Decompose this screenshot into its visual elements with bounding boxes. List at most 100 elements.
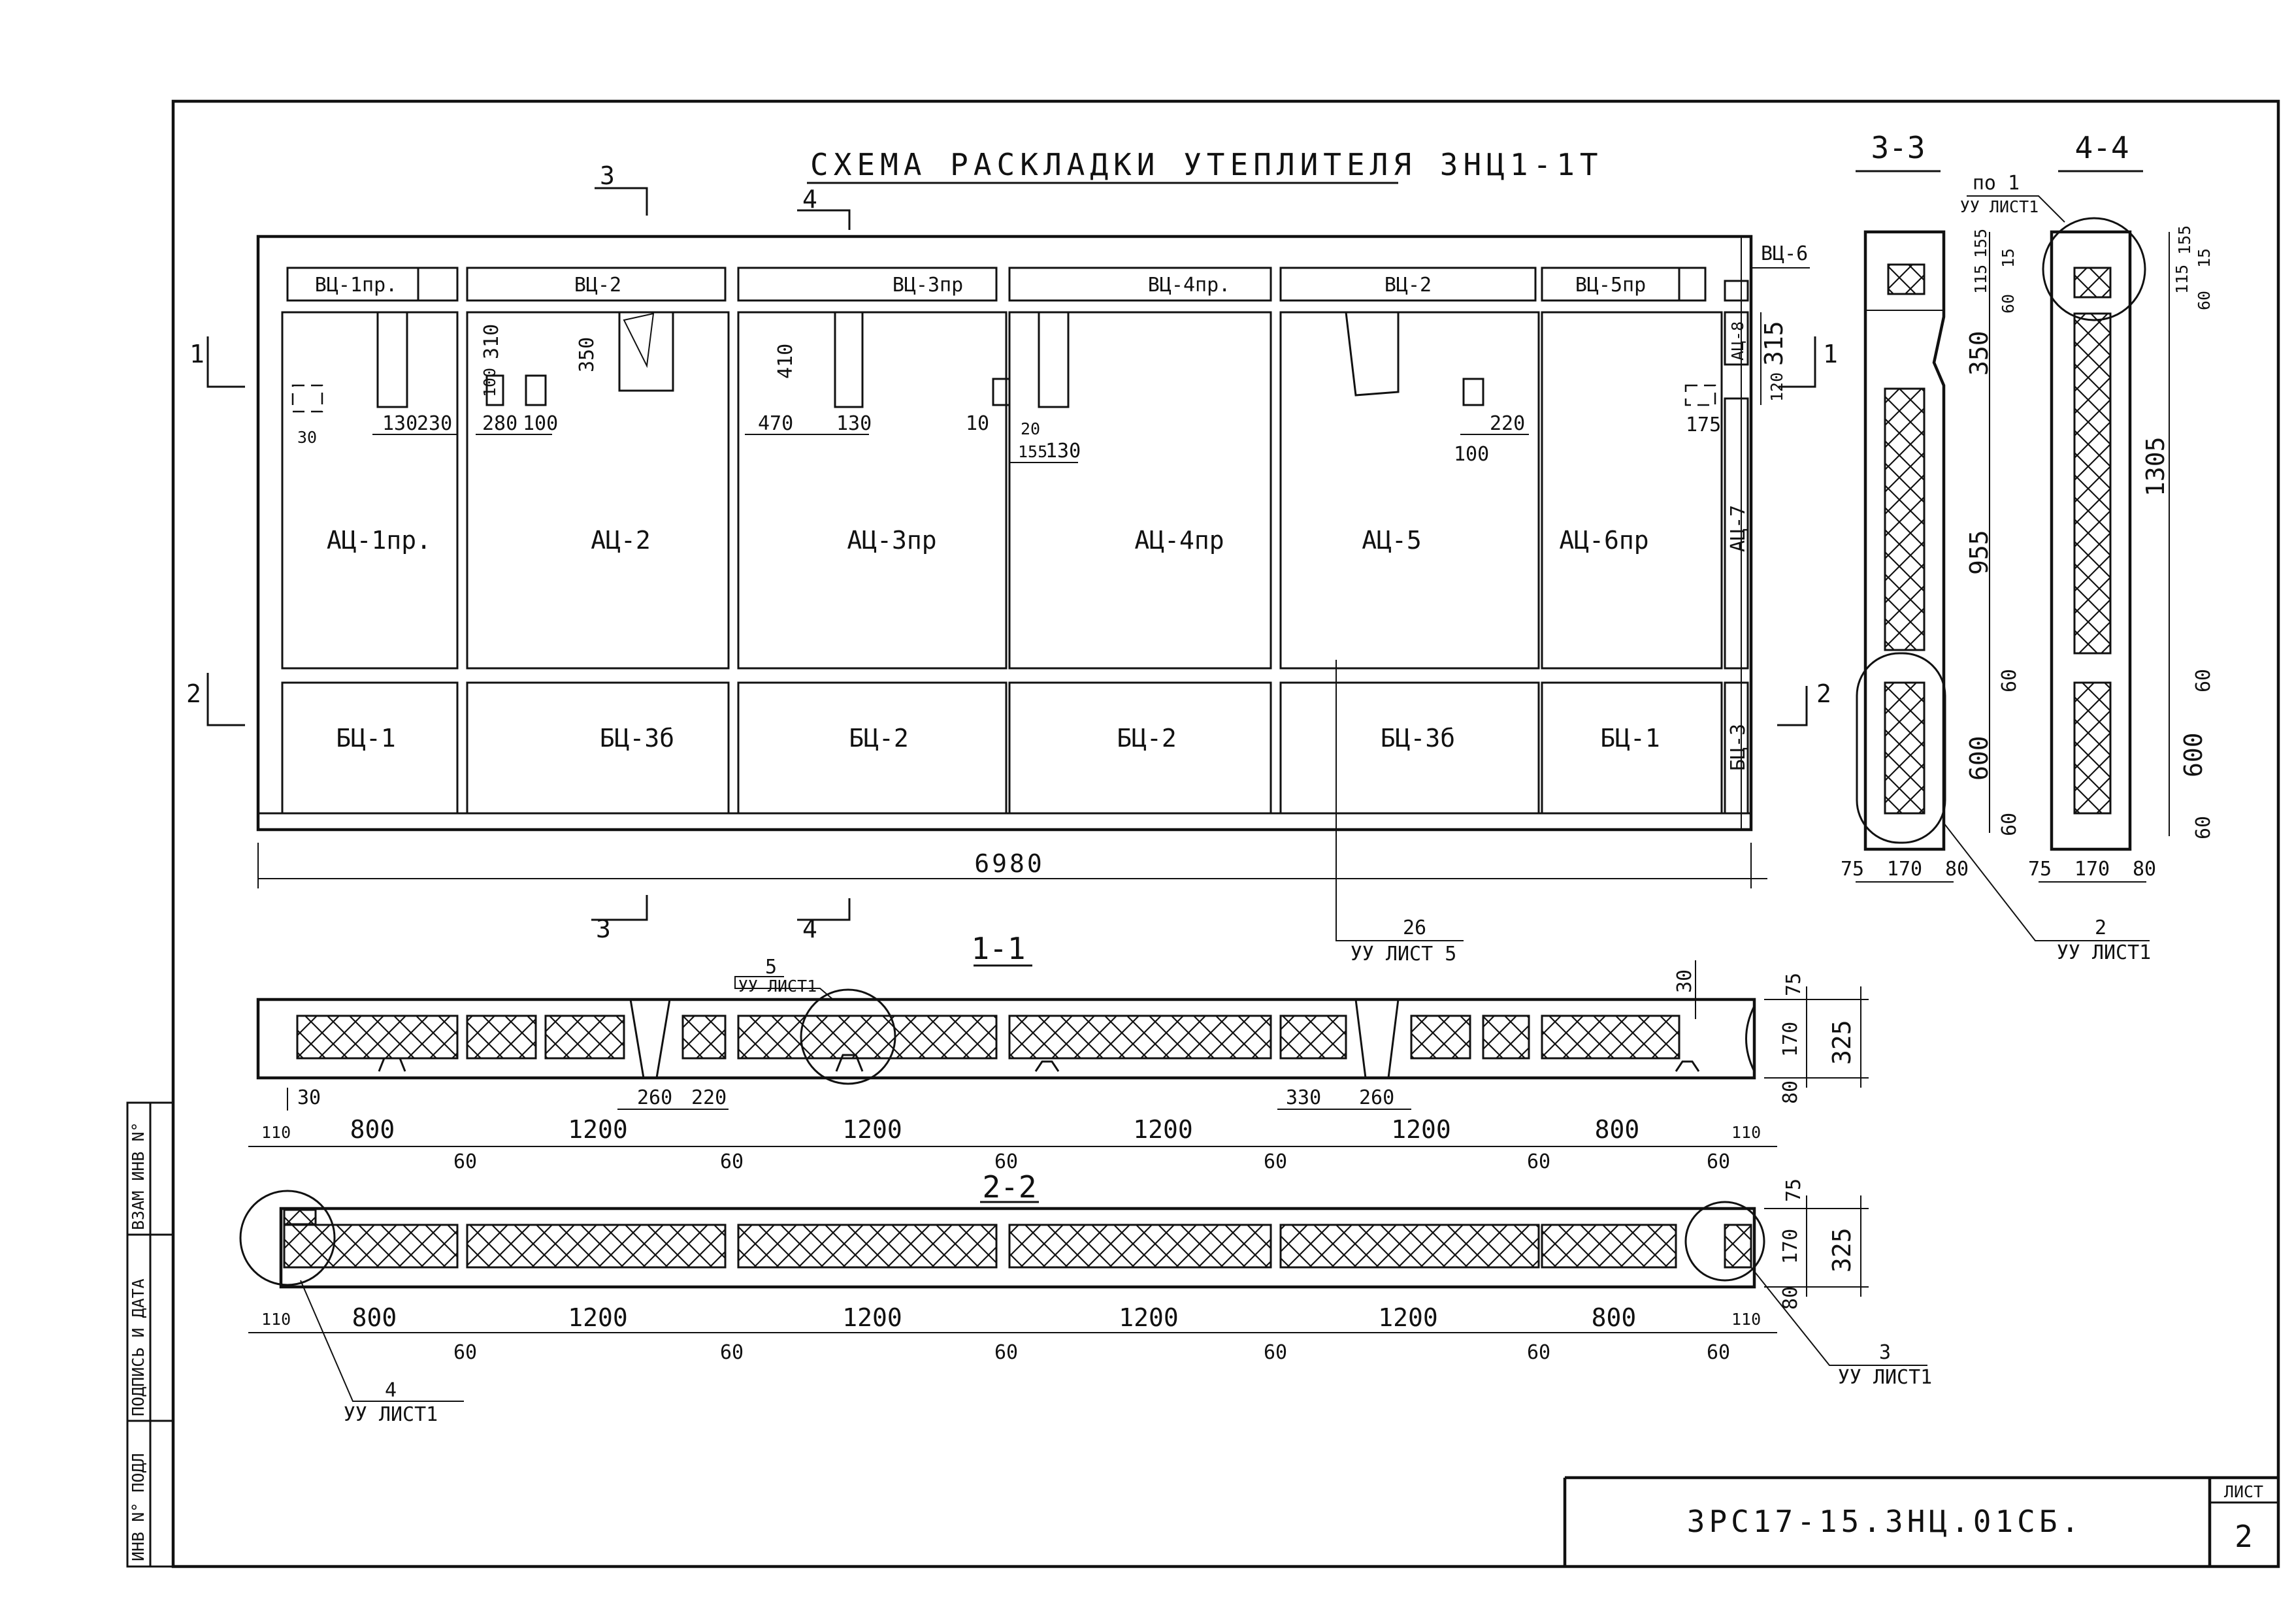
insulation-block	[466, 1015, 537, 1060]
sec22-span-4: 1200	[1119, 1303, 1179, 1332]
callout-po1-num: по 1	[1973, 172, 2020, 195]
plan-dim-100b: 100	[523, 412, 558, 435]
middle-panel-5: АЦ-5	[1362, 526, 1422, 555]
insulation-block	[1279, 1015, 1347, 1060]
sec11-gap-6: 60	[1707, 1150, 1730, 1173]
sec33-h170: 170	[1887, 858, 1922, 881]
sec44-h80: 80	[2133, 858, 2156, 881]
insulation-block	[1279, 1224, 1540, 1269]
cut-2-right: 2	[1816, 679, 1831, 708]
sec44-v155: 155	[2175, 225, 2194, 255]
sec11-span-3: 1200	[842, 1115, 902, 1144]
sec11-d220: 220	[691, 1086, 727, 1109]
upper-panel-4: ВЦ-4пр.	[1148, 274, 1230, 297]
insulation-block	[1724, 1224, 1752, 1269]
section-3-3-label: 3-3	[1871, 130, 1925, 165]
sec22-span-3: 1200	[842, 1303, 902, 1332]
cut-4-top: 4	[802, 185, 817, 214]
sec11-gap-4: 60	[1264, 1150, 1287, 1173]
cut-markers: 3 4 1 1 2 2 3 4	[186, 161, 1838, 943]
callout-4-num: 4	[385, 1379, 397, 1402]
insulation-block	[283, 1209, 317, 1226]
sec22-edge-l: 110	[261, 1310, 291, 1329]
insulation-block	[1887, 263, 1925, 295]
overall-length: 6980	[974, 849, 1045, 878]
doc-code: 3РС17-15.3НЦ.01СБ.	[1687, 1504, 2084, 1539]
plan-dim-230: 230	[417, 412, 452, 435]
callout-26-sheet: УУ ЛИСТ 5	[1351, 943, 1457, 966]
sec22-span-5: 1200	[1378, 1303, 1438, 1332]
upper-panel-1: ВЦ-1пр.	[315, 274, 397, 297]
plan-dim-350: 350	[576, 337, 598, 372]
sec44-v1305: 1305	[2141, 436, 2170, 496]
cut-1-right: 1	[1823, 340, 1838, 368]
sec11-d260a: 260	[637, 1086, 672, 1109]
insulation-block	[2073, 681, 2112, 815]
plan-dim-155: 155	[1018, 442, 1047, 461]
panel-outline	[256, 235, 1753, 832]
sec44-v15: 15	[2195, 248, 2214, 268]
lower-panel-4: БЦ-2	[1117, 724, 1177, 753]
sec11-d330: 330	[1286, 1086, 1321, 1109]
cut-4-bottom: 4	[802, 915, 817, 943]
plan-dim-410: 410	[774, 344, 797, 379]
lower-panel-5: БЦ-3б	[1381, 724, 1455, 753]
callout-3-num: 3	[1879, 1341, 1891, 1364]
section-4-4: 4-4 по 1 УУ ЛИСТ1 155 15 115 60 1305 60 …	[1960, 130, 2215, 883]
sec33-v60c: 60	[1998, 813, 2021, 836]
upper-panel-6: ВЦ-5пр	[1575, 274, 1646, 297]
insulation-block	[2073, 267, 2112, 299]
plan-dim-20: 20	[1021, 419, 1040, 438]
sec22-span-2: 1200	[568, 1303, 628, 1332]
sec11-gap-5: 60	[1527, 1150, 1550, 1173]
sec11-d30: 30	[297, 1086, 321, 1109]
sec22-gap-2: 60	[720, 1341, 744, 1364]
sec11-v80: 80	[1779, 1080, 1802, 1104]
cut-3-bottom: 3	[596, 915, 611, 943]
insulation-block	[1482, 1015, 1530, 1060]
sec22-gap-3: 60	[994, 1341, 1018, 1364]
sec11-edge-r: 110	[1731, 1123, 1761, 1142]
cut-2-left: 2	[186, 679, 201, 708]
sec11-d260b: 260	[1359, 1086, 1394, 1109]
lower-right-panel: БЦ-3	[1727, 724, 1750, 771]
callout-2-sheet: УУ ЛИСТ1	[2057, 941, 2152, 964]
sec33-v60a: 60	[1999, 294, 2018, 314]
insulation-block	[1541, 1224, 1677, 1269]
insulation-block	[1008, 1224, 1272, 1269]
sec11-gap-1: 60	[453, 1150, 477, 1173]
plan-dim-10: 10	[966, 412, 989, 435]
section-4-4-label: 4-4	[2074, 130, 2129, 165]
callout-26-num: 26	[1403, 917, 1426, 939]
sec22-v75: 75	[1782, 1178, 1805, 1202]
insulation-block	[1008, 1015, 1272, 1060]
lower-panel-1: БЦ-1	[336, 724, 396, 753]
plan-dim-100a: 100	[480, 368, 499, 397]
title-block: 3РС17-15.3НЦ.01СБ. ЛИСТ 2	[1563, 1476, 2278, 1567]
sec44-v600: 600	[2179, 732, 2208, 777]
callout-2-num: 2	[2095, 917, 2106, 939]
upper-panel-2: ВЦ-2	[574, 274, 621, 297]
upper-panel-5: ВЦ-2	[1385, 274, 1432, 297]
plan-view: ВЦ-1пр. ВЦ-2 ВЦ-3пр ВЦ-4пр. ВЦ-2 ВЦ-5пр …	[256, 235, 1810, 966]
insulation-block	[737, 1015, 998, 1060]
sec11-top-30: 30	[1673, 969, 1696, 993]
sec22-edge-r: 110	[1731, 1310, 1761, 1329]
callout-3-sheet: УУ ЛИСТ1	[1838, 1366, 1933, 1389]
middle-panel-4: АЦ-4пр	[1134, 526, 1224, 555]
lower-panel-2: БЦ-3б	[600, 724, 674, 753]
insulation-block	[1541, 1015, 1680, 1060]
sheet-label: ЛИСТ	[2224, 1482, 2263, 1501]
sec11-v75: 75	[1782, 973, 1805, 996]
sec44-v60c: 60	[2192, 816, 2215, 839]
middle-panel-3: АЦ-3пр	[847, 526, 936, 555]
sec11-edge-l: 110	[261, 1123, 291, 1142]
plan-dim-220: 220	[1490, 412, 1525, 435]
plan-dim-130b: 130	[836, 412, 872, 435]
stamp-vzam: ВЗАМ ИНВ N°	[129, 1122, 148, 1230]
lower-panel-6: БЦ-1	[1600, 724, 1660, 753]
sec11-span-4: 1200	[1133, 1115, 1193, 1144]
sec33-v115: 115	[1971, 265, 1990, 294]
sec33-v955: 955	[1965, 530, 1993, 575]
